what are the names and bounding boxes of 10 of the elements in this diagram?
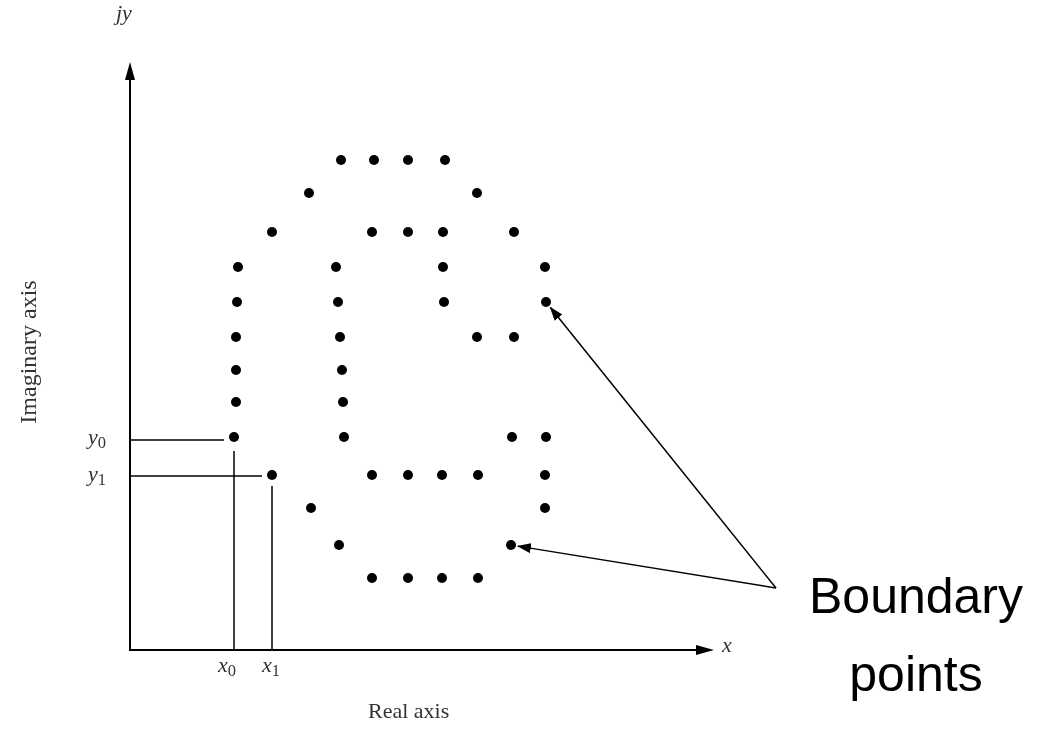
axis-label: Real axis <box>368 700 450 722</box>
leader-line <box>549 306 777 589</box>
leader-line <box>516 543 777 589</box>
axis-label: x$_{0}$ <box>218 654 236 676</box>
axis-label: y$_{1}$ <box>88 463 106 485</box>
axis-label: y$_{0}$ <box>88 426 106 448</box>
axis-label: Imaginary axis <box>14 280 42 424</box>
axis-label: x$_{1}$ <box>262 654 280 676</box>
callout-text: Boundary points <box>807 567 1024 704</box>
axis-label: x <box>722 634 732 656</box>
